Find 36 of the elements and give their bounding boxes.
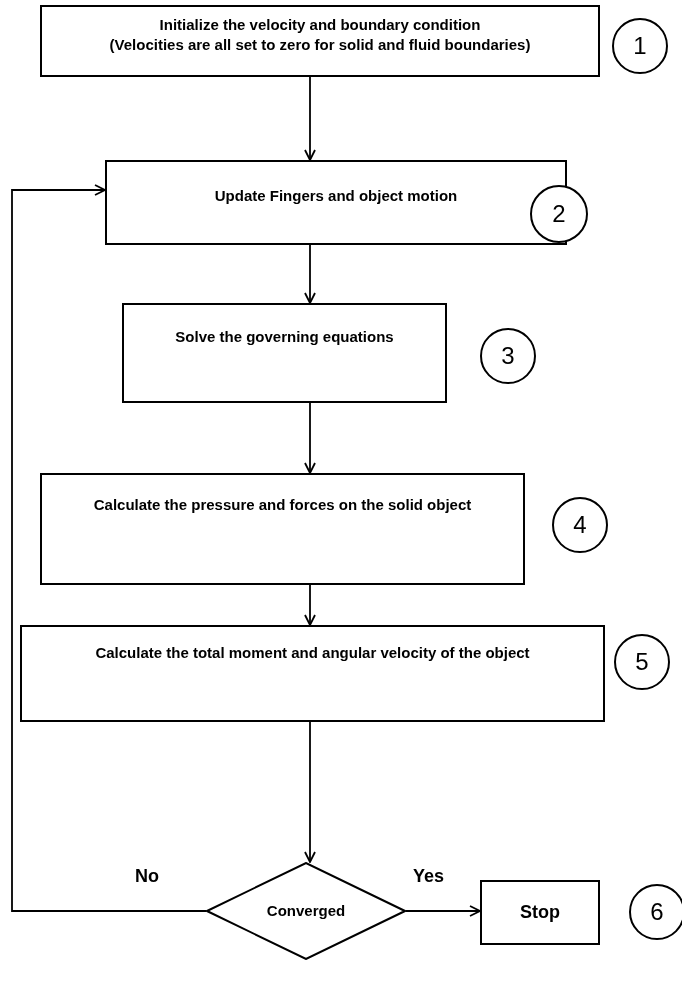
step-text: Converged: [266, 900, 346, 921]
step-number: 6: [650, 896, 664, 927]
process-box: [20, 625, 605, 722]
step-number: 5: [635, 646, 649, 677]
decision-diamond: [206, 862, 406, 960]
arrow: [304, 584, 316, 626]
arrow: [304, 721, 316, 863]
step-number-circle: [480, 328, 536, 384]
step-text: Solve the governing equations: [175, 327, 394, 347]
step-text: (Velocities are all set to zero for solid and fluid boundaries): [109, 35, 531, 56]
arrow: [304, 402, 316, 474]
edge-label: No: [135, 866, 159, 887]
step-text: Stop: [520, 901, 560, 925]
step-number-circle: [629, 884, 682, 940]
arrow: [304, 76, 316, 161]
edge-label: Yes: [413, 866, 445, 887]
process-box: [105, 160, 567, 245]
step-number: 1: [633, 30, 647, 61]
arrow: [304, 244, 316, 304]
step-number-circle: [552, 497, 608, 553]
step-text: Calculate the pressure and forces on the solid object: [93, 495, 472, 515]
step-number: 3: [501, 340, 515, 371]
step-number-circle: [614, 634, 670, 690]
step-text: Update Fingers and object motion: [214, 186, 458, 206]
process-box: [40, 473, 525, 585]
arrow: [11, 184, 207, 912]
step-number-circle: [612, 18, 668, 74]
step-text: Initialize the velocity and boundary condition: [159, 15, 481, 35]
step-number: 4: [573, 509, 587, 540]
terminal-box: [480, 880, 600, 945]
arrow: [405, 905, 481, 917]
step-text: Calculate the total moment and angular velocity of the object: [95, 643, 530, 663]
step-number-circle: [530, 185, 588, 243]
process-box: [40, 5, 600, 77]
process-box: [122, 303, 447, 403]
step-number: 2: [552, 198, 566, 229]
